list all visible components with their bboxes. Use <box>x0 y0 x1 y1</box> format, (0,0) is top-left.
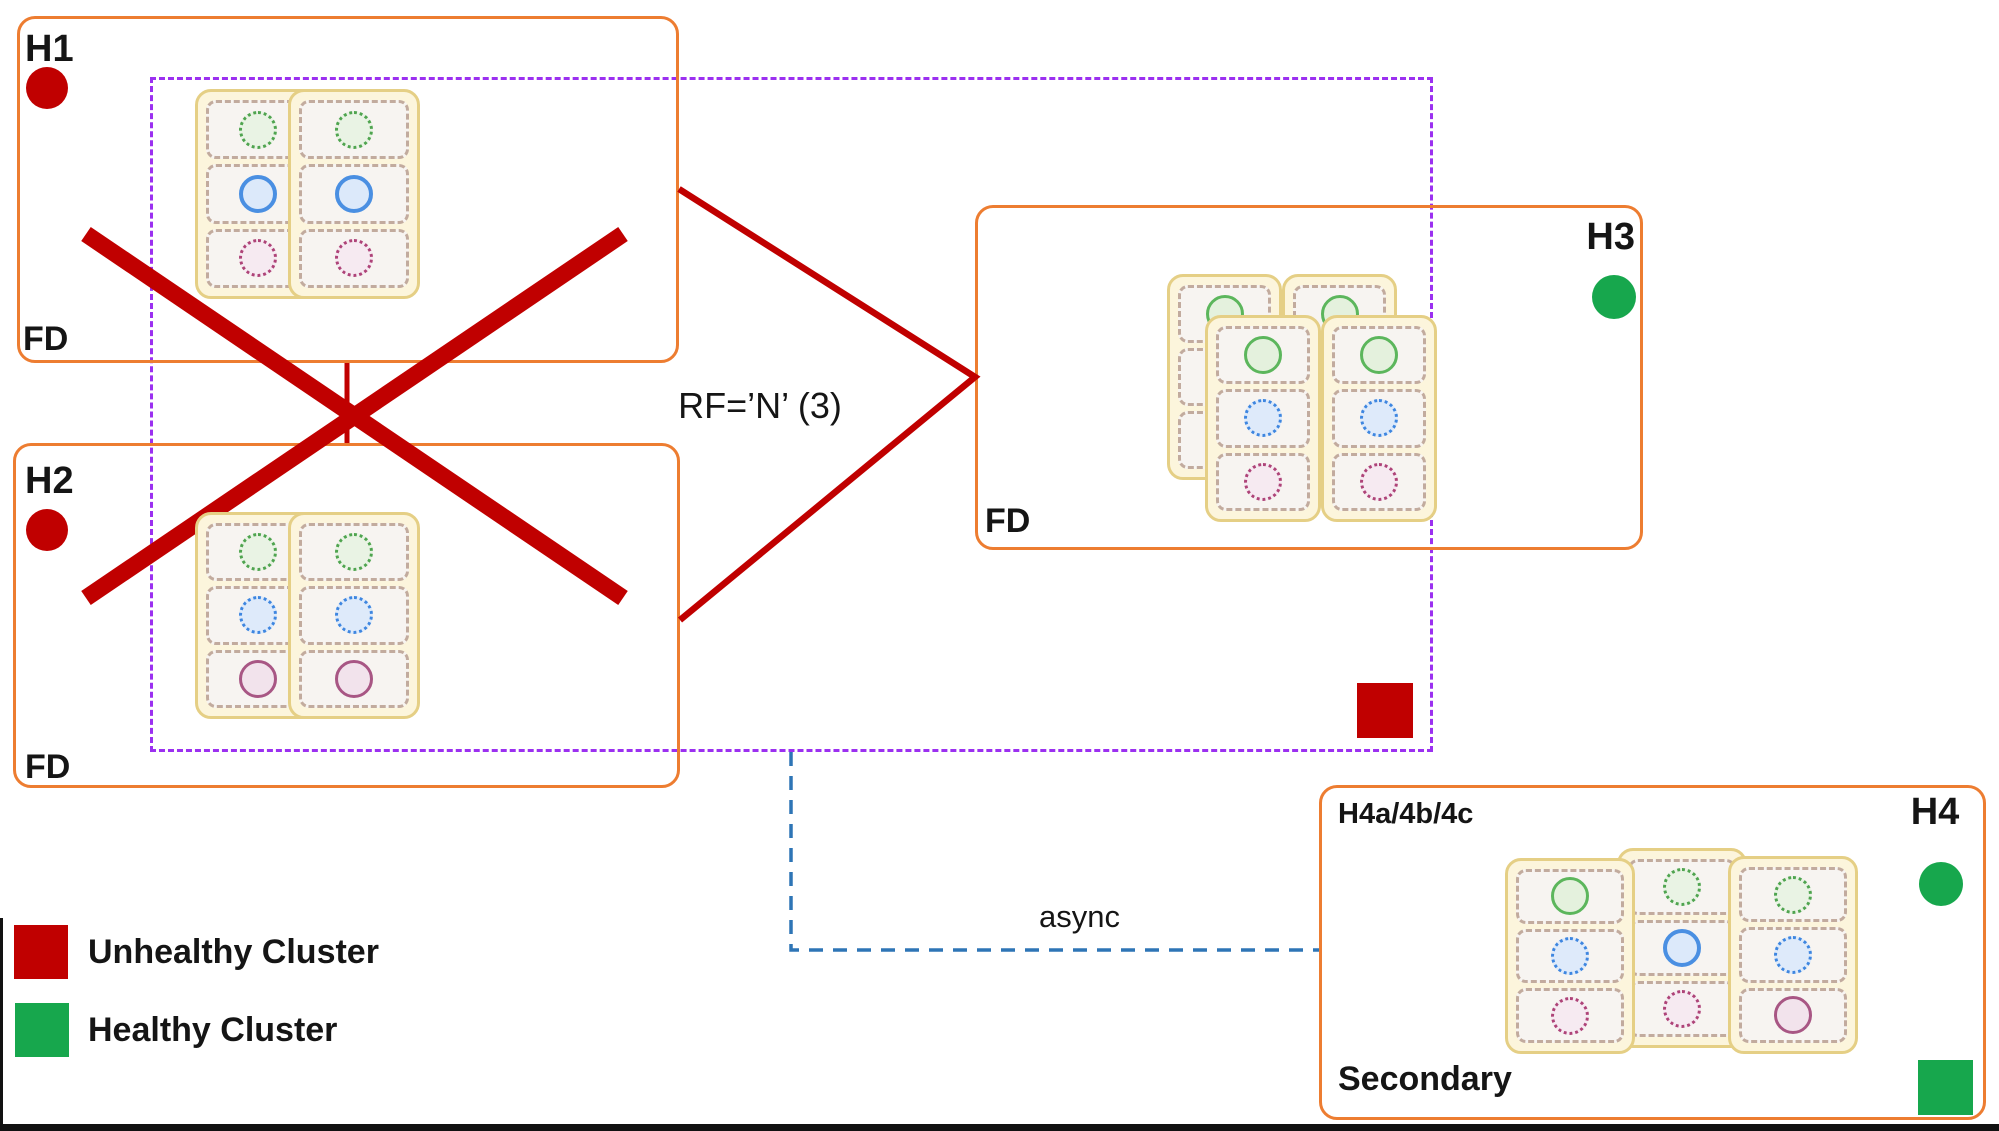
blue-replica-dotted-icon <box>239 596 277 635</box>
legend-unhealthy-swatch <box>14 925 68 979</box>
h3-fd-label: FD <box>985 502 1031 540</box>
green-replica-dotted-icon <box>1663 868 1701 906</box>
db-shard-cell <box>1628 920 1736 976</box>
host-label-h1: H1 <box>25 28 74 70</box>
db-shard-cell <box>1332 326 1426 385</box>
db-shard-cell <box>1739 927 1847 983</box>
pink-replica-dotted-icon <box>1551 996 1589 1035</box>
blue-replica-solid-icon <box>335 174 373 213</box>
db-shard-cell <box>1216 452 1310 511</box>
db-shard-cell <box>299 586 409 645</box>
db-shard-cell <box>1216 389 1310 448</box>
h3-healthy-status-icon <box>1592 275 1636 319</box>
db-shard-cell <box>1628 981 1736 1037</box>
green-replica-solid-icon <box>1244 336 1282 375</box>
green-replica-solid-icon <box>1360 336 1398 375</box>
green-replica-dotted-icon <box>335 110 373 149</box>
async-label: async <box>1039 899 1120 934</box>
healthy-cluster-marker <box>1918 1060 1973 1115</box>
db-card <box>288 512 420 719</box>
host-label-h2: H2 <box>25 460 74 502</box>
legend-healthy-swatch <box>15 1003 69 1057</box>
h1-unhealthy-status-icon <box>26 67 68 109</box>
db-card <box>1321 315 1437 522</box>
db-shard-cell <box>1739 987 1847 1043</box>
green-replica-solid-icon <box>1551 877 1589 916</box>
h4-secondary-label: Secondary <box>1338 1060 1512 1098</box>
green-replica-dotted-icon <box>1774 875 1812 914</box>
pink-replica-solid-icon <box>1774 996 1812 1035</box>
db-shard-cell <box>1516 928 1624 984</box>
db-shard-cell <box>299 523 409 582</box>
db-shard-cell <box>299 100 409 160</box>
legend-healthy-label: Healthy Cluster <box>88 1011 338 1049</box>
h4-healthy-status-icon <box>1919 862 1963 906</box>
pink-replica-dotted-icon <box>239 239 277 278</box>
legend-unhealthy-label: Unhealthy Cluster <box>88 933 379 971</box>
blue-replica-dotted-icon <box>1244 399 1282 438</box>
db-shard-cell <box>1739 867 1847 923</box>
db-card <box>1505 858 1635 1054</box>
db-card <box>1205 315 1321 522</box>
green-replica-dotted-icon <box>239 110 277 149</box>
db-shard-cell <box>1332 389 1426 448</box>
window-left-edge <box>0 918 3 1131</box>
db-shard-cell <box>299 649 409 708</box>
pink-replica-solid-icon <box>239 659 277 698</box>
window-bottom-edge <box>0 1124 1999 1131</box>
db-card <box>288 89 420 299</box>
pink-replica-dotted-icon <box>1663 990 1701 1028</box>
blue-replica-dotted-icon <box>1360 399 1398 438</box>
pink-replica-solid-icon <box>335 659 373 698</box>
h1-fd-label: FD <box>23 320 69 358</box>
pink-replica-dotted-icon <box>335 239 373 278</box>
pink-replica-dotted-icon <box>1360 462 1398 501</box>
host-label-h4: H4 <box>1910 791 1960 833</box>
h2-fd-label: FD <box>25 748 71 786</box>
db-shard-cell <box>1516 869 1624 924</box>
blue-replica-dotted-icon <box>1774 935 1812 974</box>
blue-replica-dotted-icon <box>1551 937 1589 975</box>
blue-replica-dotted-icon <box>335 596 373 635</box>
db-shard-cell <box>299 228 409 288</box>
unhealthy-cluster-marker <box>1357 683 1413 738</box>
pink-replica-dotted-icon <box>1244 462 1282 501</box>
host-box-h4 <box>1319 785 1986 1120</box>
green-replica-dotted-icon <box>239 533 277 572</box>
db-card <box>1728 856 1858 1054</box>
db-shard-cell <box>299 164 409 224</box>
host-label-h3: H3 <box>1586 216 1635 258</box>
green-replica-dotted-icon <box>335 533 373 572</box>
blue-replica-solid-icon <box>1663 929 1701 967</box>
h2-unhealthy-status-icon <box>26 509 68 551</box>
blue-replica-solid-icon <box>239 174 277 213</box>
db-shard-cell <box>1332 452 1426 511</box>
h4-sites-label: H4a/4b/4c <box>1338 798 1474 830</box>
rf-label: RF=’N’ (3) <box>678 385 842 426</box>
db-shard-cell <box>1628 859 1736 915</box>
db-shard-cell <box>1216 326 1310 385</box>
db-shard-cell <box>1516 988 1624 1044</box>
